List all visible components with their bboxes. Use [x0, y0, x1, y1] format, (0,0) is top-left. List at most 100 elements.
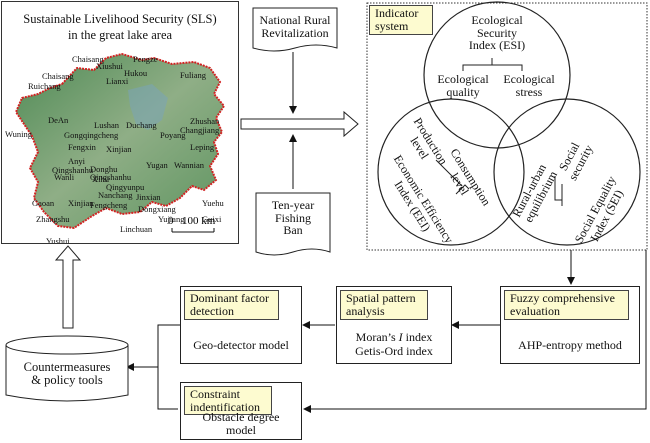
- place-label: Duchang: [126, 120, 157, 130]
- place-label: Yuehu: [202, 198, 224, 208]
- tfb-line3: Ban: [283, 223, 303, 238]
- place-label: Fengcheng: [90, 200, 128, 210]
- tfb-line1: Ten-year: [271, 198, 315, 212]
- region-boundary: [14, 52, 226, 230]
- morans-prefix: Moran’s: [355, 330, 399, 344]
- place-label: Qingshanhu: [52, 165, 94, 175]
- place-label: Gongqingcheng: [64, 130, 119, 140]
- esi-circle: [423, 1, 571, 149]
- dominant-factor-box: Dominant factor detection Geo-detector m…: [180, 286, 302, 364]
- eei-circle: [377, 98, 525, 246]
- place-label: Chaisang: [72, 54, 104, 64]
- eei-bracket: [435, 159, 470, 195]
- spatial-method-getis: Getis-Ord index: [355, 344, 433, 358]
- dominant-tag-line2: detection: [190, 304, 234, 319]
- spatial-tag-line1: Spatial pattern: [346, 291, 416, 305]
- place-label: Qingshanhu: [90, 172, 132, 182]
- place-label: Gaoan: [32, 198, 55, 208]
- indicator-system-tag: Indicator system: [369, 5, 433, 36]
- esi-title: Ecological Security Index (ESI): [447, 14, 547, 52]
- place-label: Xinjian: [106, 144, 132, 154]
- constraint-model-line2: model: [226, 422, 256, 437]
- sei-bracket: [554, 176, 563, 206]
- fuzzy-method: AHP-entropy method: [518, 338, 622, 352]
- tfb-label: Ten-year Fishing Ban: [256, 199, 330, 237]
- scale-bar: 0 100 km: [168, 215, 216, 233]
- place-label: Xinjian: [68, 198, 94, 208]
- place-label: Zhangshu: [36, 214, 70, 224]
- esi-stress-line1: Ecological: [503, 72, 555, 86]
- scale-label: 100 km: [182, 215, 216, 227]
- to-countermeasures-arrow: [132, 324, 180, 410]
- place-label: Wanli: [54, 172, 75, 182]
- place-label: Linchuan: [120, 224, 153, 234]
- place-label: Donghu: [90, 164, 118, 174]
- countermeasures-label: Countermeasures & policy tools: [6, 360, 128, 387]
- place-label: Anyi: [68, 156, 86, 166]
- place-label: Ruichang: [28, 81, 61, 91]
- map-panel: Sustainable Livelihood Security (SLS) in…: [1, 1, 239, 244]
- morans-suffix: index: [402, 330, 433, 344]
- dominant-factor-tag: Dominant factor detection: [184, 290, 279, 321]
- countermeasures-cylinder-top: [5, 335, 129, 355]
- place-label: Lushan: [94, 120, 120, 130]
- place-label: Yugan: [146, 160, 168, 170]
- scale-zero: 0: [168, 215, 174, 227]
- esi-quality: Ecological quality: [428, 73, 498, 98]
- fuzzy-evaluation-box: Fuzzy comprehensive evaluation AHP-entro…: [500, 286, 640, 364]
- constraint-model: Obstacle degree model: [181, 411, 301, 436]
- nrr-document-shape: [252, 7, 338, 52]
- countermeasures-line1: Countermeasures: [23, 360, 111, 374]
- place-label: Chaisang: [42, 71, 74, 81]
- spatial-tag-line2: analysis: [346, 304, 385, 319]
- spatial-method-morans: Moran’s I index: [337, 331, 451, 344]
- place-label: Dongxiang: [138, 204, 177, 214]
- place-label: Hukou: [124, 68, 148, 78]
- place-label: Guixi: [202, 214, 222, 224]
- place-label: Xiushui: [96, 61, 124, 71]
- constraint-tag-text: Constraint indentification: [190, 387, 260, 414]
- dominant-model: Geo-detector model: [193, 338, 289, 352]
- place-label: Yushui: [46, 236, 70, 243]
- tfb-line2: Fishing: [274, 210, 311, 225]
- countermeasures-arrowhead: [126, 363, 134, 371]
- place-label: Fuliang: [180, 70, 207, 80]
- place-label: Fengxin: [68, 142, 97, 152]
- place-label: Wuning: [5, 129, 33, 139]
- constraint-model-line1: Obstacle degree: [202, 410, 280, 424]
- map-title: Sustainable Livelihood Security (SLS) in…: [2, 12, 238, 43]
- map-title-line1: Sustainable Livelihood Security (SLS): [23, 12, 217, 26]
- esi-stress: Ecological stress: [496, 73, 562, 98]
- place-label: Changjiang: [180, 125, 220, 135]
- place-label: DeAn: [48, 115, 69, 125]
- map-to-indicator-block-arrow: [240, 110, 359, 138]
- place-label: Leping: [190, 142, 215, 152]
- esi-line2: Security: [477, 25, 517, 40]
- countermeasures-cylinder: [5, 345, 129, 402]
- fuzzy-evaluation-tag: Fuzzy comprehensive evaluation: [504, 290, 629, 321]
- place-label: Lianxi: [106, 76, 129, 86]
- place-label: Nanchang: [98, 190, 133, 200]
- place-label: Jinxian: [136, 192, 161, 202]
- tfb-document-shape: [255, 192, 331, 256]
- nrr-label: National Rural Revitalization: [253, 14, 337, 39]
- esi-line1: Ecological: [471, 13, 523, 27]
- countermeasures-to-map-block-arrow: [54, 245, 82, 329]
- constraint-box: Constraint indentification Obstacle degr…: [180, 382, 302, 440]
- fuzzy-tag-line1: Fuzzy comprehensive: [510, 291, 615, 305]
- dominant-tag-line1: Dominant factor: [190, 291, 269, 305]
- place-label: Poyang: [160, 130, 186, 140]
- place-label: Qingyunpu: [106, 182, 145, 192]
- fuzzy-tag-line2: evaluation: [510, 304, 560, 319]
- lake-water: [128, 84, 168, 130]
- map-title-line2: in the great lake area: [67, 27, 173, 42]
- place-label: Pengze: [133, 54, 158, 64]
- esi-line3: Index (ESI): [468, 38, 526, 53]
- constraint-tag: Constraint indentification: [184, 386, 272, 416]
- place-label: Yujiang: [158, 214, 185, 224]
- esi-stress-line2: stress: [515, 84, 543, 99]
- esi-bracket: [462, 58, 523, 71]
